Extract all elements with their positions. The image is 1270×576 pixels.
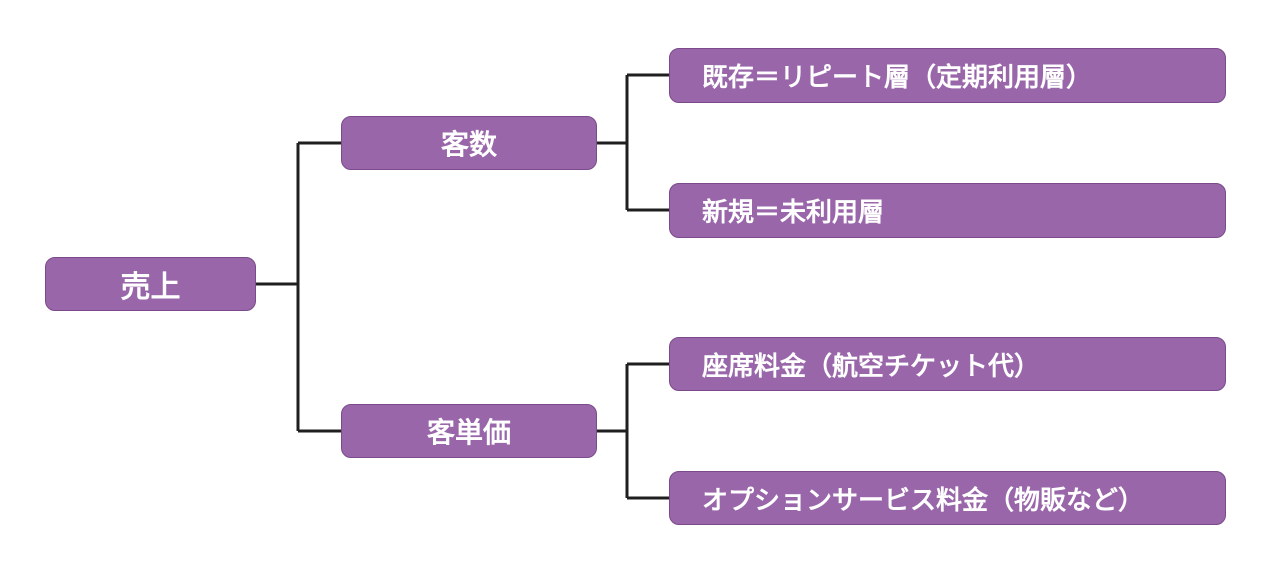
node-new-customers-label: 新規＝未利用層 <box>702 198 885 228</box>
node-seat-fare-label: 座席料金（航空チケット代） <box>702 351 1041 382</box>
node-customer-count-label: 客数 <box>440 128 497 161</box>
connector-customers-to-children <box>597 73 669 212</box>
node-customer-count: 客数 <box>341 116 597 170</box>
node-new-customers: 新規＝未利用層 <box>669 183 1226 238</box>
node-unit-price-label: 客単価 <box>426 416 511 449</box>
node-seat-fare: 座席料金（航空チケット代） <box>669 337 1226 391</box>
node-unit-price: 客単価 <box>341 404 597 458</box>
node-sales-label: 売上 <box>120 270 181 305</box>
node-existing-repeat: 既存＝リピート層（定期利用層） <box>669 48 1226 103</box>
node-option-service-fee-label: オプションサービス料金（物販など） <box>702 485 1145 516</box>
node-sales: 売上 <box>45 257 256 311</box>
node-existing-repeat-label: 既存＝リピート層（定期利用層） <box>702 63 1093 93</box>
node-option-service-fee: オプションサービス料金（物販など） <box>669 471 1226 525</box>
connector-unit-price-to-children <box>597 362 669 500</box>
connector-root-to-branches <box>256 141 341 433</box>
